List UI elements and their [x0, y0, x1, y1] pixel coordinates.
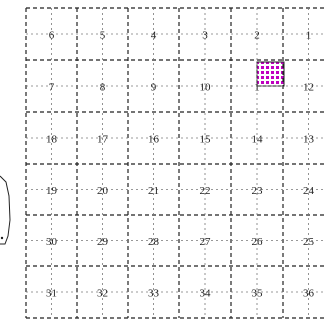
section-number-1: 1 [306, 30, 312, 42]
section-number-31: 31 [46, 288, 57, 300]
section-number-6: 6 [49, 30, 55, 42]
section-number-30: 30 [46, 236, 58, 248]
adjacent-tract-mark [1, 237, 3, 239]
section-number-20: 20 [97, 185, 109, 197]
section-number-5: 5 [100, 30, 106, 42]
section-number-2: 2 [254, 30, 260, 42]
section-number-26: 26 [252, 236, 264, 248]
adjacent-tract-outline [0, 176, 10, 244]
highlighted-section-11 [257, 62, 284, 86]
section-number-23: 23 [252, 185, 264, 197]
section-number-9: 9 [151, 82, 157, 94]
section-number-10: 10 [200, 82, 212, 94]
section-number-25: 25 [303, 236, 315, 248]
section-number-14: 14 [252, 134, 264, 146]
section-number-12: 12 [303, 82, 314, 94]
section-number-27: 27 [200, 236, 212, 248]
section-number-28: 28 [148, 236, 160, 248]
section-number-21: 21 [148, 185, 159, 197]
section-number-29: 29 [97, 236, 109, 248]
section-number-33: 33 [148, 288, 160, 300]
section-number-4: 4 [151, 30, 157, 42]
section-number-19: 19 [46, 185, 58, 197]
section-number-15: 15 [200, 134, 212, 146]
section-number-7: 7 [49, 82, 55, 94]
section-number-18: 18 [46, 134, 58, 146]
section-number-32: 32 [97, 288, 108, 300]
section-number-13: 13 [303, 134, 315, 146]
quarter-section-lines [26, 8, 326, 318]
section-number-16: 16 [148, 134, 160, 146]
section-number-24: 24 [303, 185, 315, 197]
section-number-22: 22 [200, 185, 211, 197]
section-grid [26, 8, 326, 318]
section-number-3: 3 [202, 30, 208, 42]
section-number-11: 1 [254, 82, 260, 94]
section-number-17: 17 [97, 134, 109, 146]
section-number-35: 35 [252, 288, 264, 300]
section-number-8: 8 [100, 82, 106, 94]
section-number-34: 34 [200, 288, 212, 300]
section-number-36: 36 [303, 288, 315, 300]
